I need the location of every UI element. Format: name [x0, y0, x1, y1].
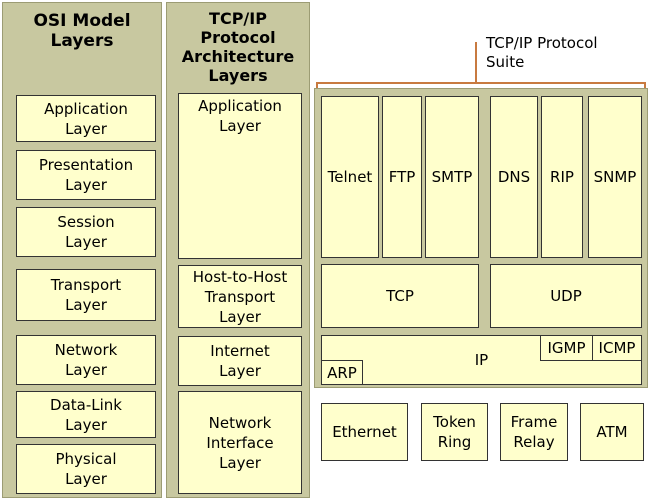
tcpip-layer-internet: Internet Layer: [178, 336, 302, 386]
network-atm: ATM: [580, 403, 644, 461]
brace-left-tick: [316, 82, 318, 88]
network-ethernet: Ethernet: [321, 403, 408, 461]
protocol-udp: UDP: [490, 264, 642, 328]
tcpip-layer-network-interface: Network Interface Layer: [178, 391, 302, 494]
protocol-rip: RIP: [541, 96, 583, 258]
brace-right-tick: [644, 82, 646, 88]
protocol-icmp: ICMP: [592, 335, 642, 361]
protocol-telnet: Telnet: [321, 96, 379, 258]
protocol-smtp: SMTP: [425, 96, 479, 258]
brace-stem: [475, 42, 477, 82]
protocol-igmp: IGMP: [540, 335, 593, 361]
osi-layer-presentation: Presentation Layer: [16, 150, 156, 200]
suite-label: TCP/IP Protocol Suite: [486, 34, 598, 71]
osi-layer-network: Network Layer: [16, 335, 156, 385]
protocol-arp: ARP: [321, 360, 363, 385]
protocol-snmp: SNMP: [588, 96, 642, 258]
protocol-tcp: TCP: [321, 264, 479, 328]
osi-layer-application: Application Layer: [16, 95, 156, 142]
osi-layer-session: Session Layer: [16, 207, 156, 257]
osi-layer-data-link: Data-Link Layer: [16, 391, 156, 438]
network-frame-relay: Frame Relay: [500, 403, 568, 461]
tcpip-layer-host-to-host: Host-to-Host Transport Layer: [178, 265, 302, 328]
brace-bar: [316, 82, 646, 84]
network-token-ring: Token Ring: [421, 403, 488, 461]
tcpip-layer-application: Application Layer: [178, 93, 302, 259]
protocol-ftp: FTP: [382, 96, 422, 258]
osi-layer-physical: Physical Layer: [16, 444, 156, 494]
osi-title: OSI Model Layers: [33, 11, 131, 51]
tcpip-title: TCP/IP Protocol Architecture Layers: [181, 9, 295, 85]
osi-layer-transport: Transport Layer: [16, 269, 156, 321]
protocol-dns: DNS: [490, 96, 538, 258]
